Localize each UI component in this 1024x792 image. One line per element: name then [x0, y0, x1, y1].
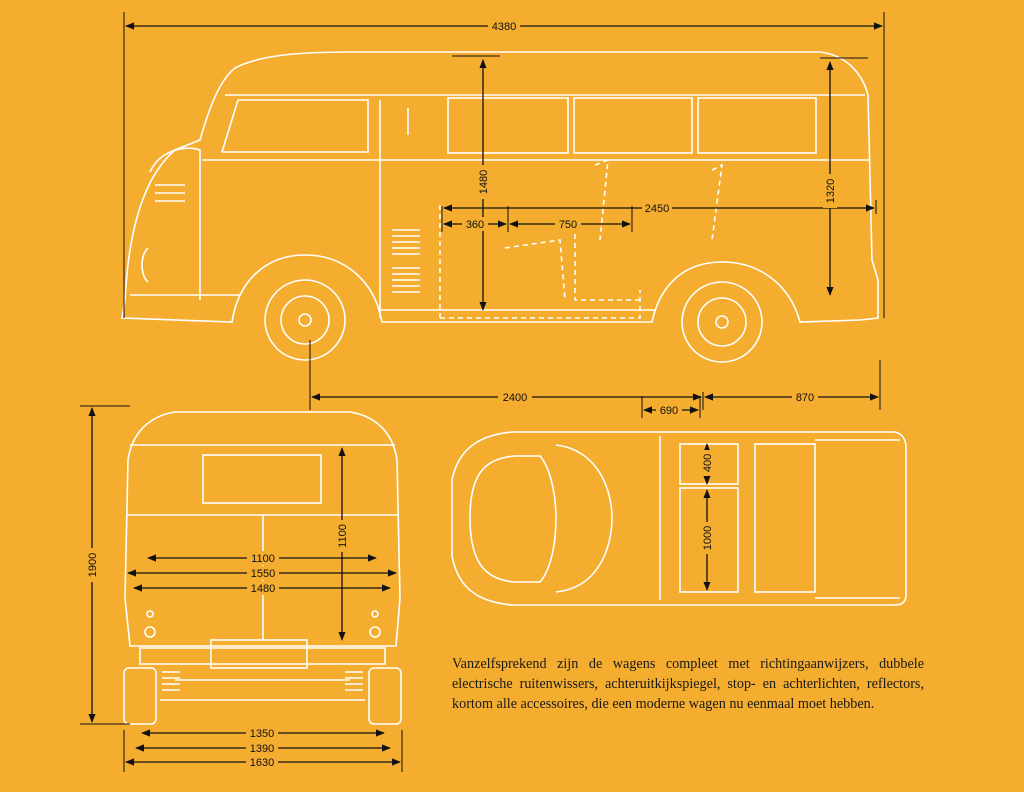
label-1390: 1390 — [250, 743, 274, 755]
side-front-wheel — [264, 279, 346, 361]
rear-body-outline — [124, 411, 401, 647]
label-4380: 4380 — [492, 21, 516, 33]
side-grille — [155, 184, 185, 202]
side-interior-seats — [439, 158, 723, 319]
label-1630: 1630 — [250, 757, 274, 769]
label-1100: 1100 — [251, 553, 275, 565]
rear-window — [202, 454, 322, 504]
top-view — [451, 431, 907, 606]
top-hood — [469, 455, 557, 583]
label-2400: 2400 — [503, 392, 527, 404]
label-690: 690 — [660, 405, 678, 417]
rear-view — [123, 411, 402, 725]
side-rear-wheel — [681, 281, 763, 363]
dimension-lines: 4380 1480 1320 2450 360 750 2400 870 690… — [80, 12, 885, 772]
side-headlamp — [141, 247, 149, 283]
top-rear-seat — [754, 443, 816, 593]
label-1480: 1480 — [251, 583, 275, 595]
side-window-2 — [573, 97, 693, 154]
label-1480-side: 1480 — [478, 170, 490, 194]
label-1100-vertical: 1100 — [337, 524, 349, 548]
label-1000: 1000 — [702, 526, 714, 550]
label-1350: 1350 — [250, 728, 274, 740]
side-cab-window — [220, 99, 369, 153]
top-roof-rails — [815, 439, 900, 599]
label-1320: 1320 — [825, 179, 837, 203]
side-view — [121, 51, 879, 363]
rear-lamp-right — [369, 626, 381, 638]
rear-bumper — [139, 647, 386, 665]
label-2450: 2450 — [645, 203, 669, 215]
top-windscreen — [555, 444, 613, 593]
rear-left-tyre — [123, 667, 157, 725]
side-body-outline — [121, 51, 879, 323]
side-window-3 — [697, 97, 817, 154]
rear-right-tyre — [368, 667, 402, 725]
label-1550: 1550 — [251, 568, 275, 580]
side-hood — [149, 147, 201, 300]
label-360: 360 — [466, 219, 484, 231]
top-body-outline — [451, 431, 907, 606]
caption-text: Vanzelfsprekend zijn de wagens compleet … — [452, 656, 924, 712]
side-vents — [392, 229, 420, 293]
label-750: 750 — [559, 219, 577, 231]
side-window-1 — [447, 97, 569, 154]
top-bench — [679, 487, 739, 593]
rear-springs — [162, 671, 363, 691]
rear-lamp-left — [144, 626, 156, 638]
label-1900: 1900 — [87, 553, 99, 577]
side-rub-line — [130, 294, 655, 311]
rear-plate — [210, 639, 308, 669]
label-870: 870 — [796, 392, 814, 404]
label-400: 400 — [702, 454, 714, 472]
rear-axle — [160, 679, 365, 701]
